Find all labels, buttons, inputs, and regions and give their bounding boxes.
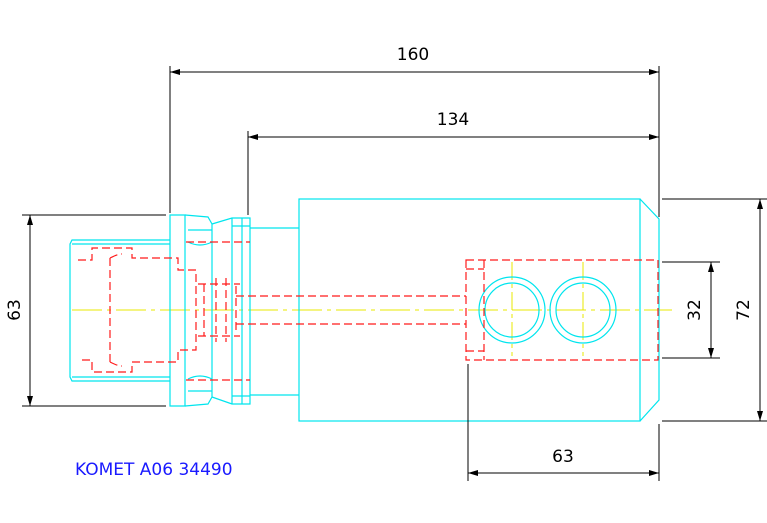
collar — [211, 217, 251, 405]
bore-circle-1 — [478, 276, 546, 344]
main-body — [298, 198, 641, 422]
tool-outline — [69, 198, 660, 422]
part-number-caption: KOMET A06 34490 — [75, 460, 233, 480]
dim-text-160: 160 — [397, 45, 429, 65]
dim-text-63-bottom: 63 — [552, 447, 574, 467]
dim-text-32: 32 — [685, 299, 705, 321]
bore-circle-2 — [549, 276, 617, 344]
chamfer-end — [639, 198, 660, 422]
taper-nose — [69, 239, 170, 382]
dimensions — [22, 66, 767, 481]
hidden-lines — [78, 241, 659, 381]
dim-text-134: 134 — [437, 110, 469, 130]
centerlines — [72, 262, 672, 356]
dim-text-63-left: 63 — [5, 299, 25, 321]
neck — [250, 227, 299, 396]
dim-text-72: 72 — [734, 299, 754, 321]
